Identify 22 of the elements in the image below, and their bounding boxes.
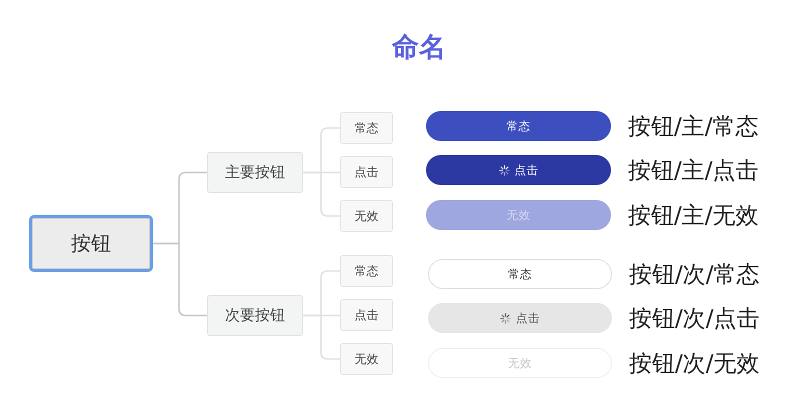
button-sample: 点击 — [428, 303, 612, 333]
button-sample: 常态 — [428, 259, 612, 289]
button-sample: 无效 — [428, 348, 612, 378]
subtopic-box: 常态 — [340, 112, 393, 144]
central-topic: 按钮 — [29, 215, 153, 272]
button-name-label: 按钮/次/点击 — [629, 304, 760, 334]
subtopic-box: 点击 — [340, 156, 393, 188]
subtopic-box: 无效 — [340, 200, 393, 232]
button-sample: 点击 — [426, 155, 611, 185]
button-sample: 常态 — [426, 111, 611, 141]
title: 命名 — [392, 31, 446, 65]
button-name-label: 按钮/次/无效 — [629, 350, 760, 378]
topic-box: 次要按钮 — [207, 295, 303, 336]
connector-line — [153, 242, 207, 316]
subtopic-box: 常态 — [340, 255, 393, 287]
subtopic-box: 点击 — [340, 299, 393, 331]
button-name-label: 按钮/主/常态 — [628, 112, 758, 142]
button-name-label: 按钮/主/无效 — [628, 202, 758, 230]
button-name-label: 按钮/次/常态 — [629, 260, 760, 290]
topic-box: 主要按钮 — [207, 152, 303, 193]
button-name-label: 按钮/主/点击 — [628, 156, 758, 186]
subtopic-box: 无效 — [340, 343, 393, 375]
